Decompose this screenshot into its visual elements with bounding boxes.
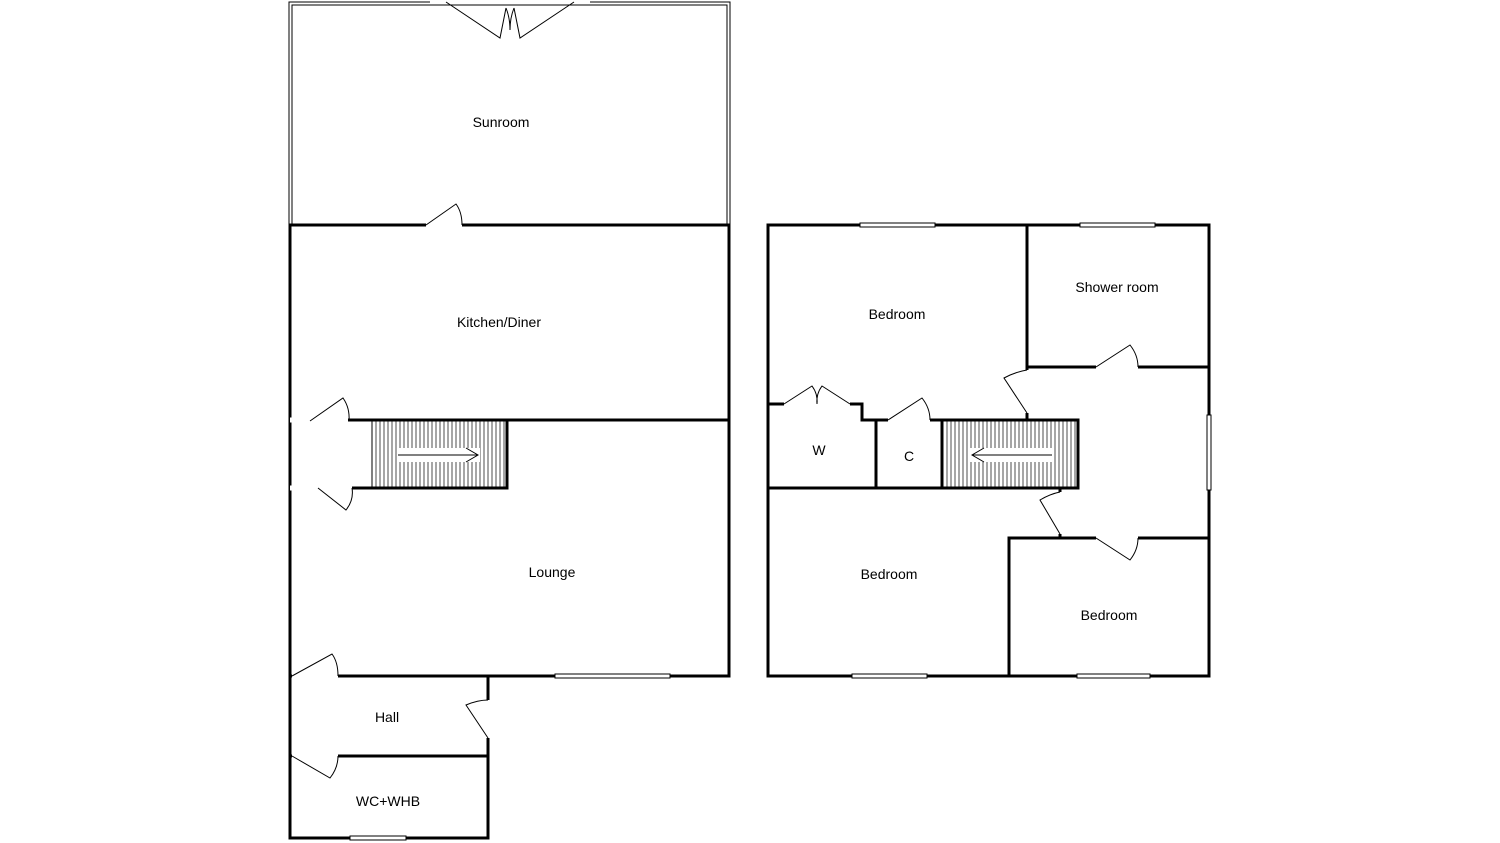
first-floor-labels: Bedroom Shower room W C Bedroom Bedroom xyxy=(812,279,1158,623)
room-label-wc-whb: WC+WHB xyxy=(356,793,420,809)
first-floor-staircase xyxy=(942,420,1079,489)
room-label-bedroom-2: Bedroom xyxy=(861,566,918,582)
room-label-bedroom-3: Bedroom xyxy=(1081,607,1138,623)
first-floor: Bedroom Shower room W C Bedroom Bedroom xyxy=(766,222,1212,679)
room-label-wardrobe: W xyxy=(812,442,826,458)
room-label-bedroom-1: Bedroom xyxy=(869,306,926,322)
room-label-lounge: Lounge xyxy=(529,564,576,580)
room-label-cupboard: C xyxy=(904,448,914,464)
first-floor-doors xyxy=(783,344,1139,561)
ground-floor: Sunroom Kitchen/Diner Lounge Hall WC+WHB xyxy=(288,0,731,841)
room-label-sunroom: Sunroom xyxy=(473,114,530,130)
room-label-shower-room: Shower room xyxy=(1075,279,1158,295)
room-label-hall: Hall xyxy=(375,709,399,725)
room-label-kitchen-diner: Kitchen/Diner xyxy=(457,314,541,330)
ground-floor-windows xyxy=(349,673,671,841)
first-floor-windows xyxy=(851,222,1212,679)
ground-floor-labels: Sunroom Kitchen/Diner Lounge Hall WC+WHB xyxy=(356,114,576,809)
ground-floor-staircase xyxy=(371,420,508,489)
ground-floor-doors xyxy=(290,0,590,779)
